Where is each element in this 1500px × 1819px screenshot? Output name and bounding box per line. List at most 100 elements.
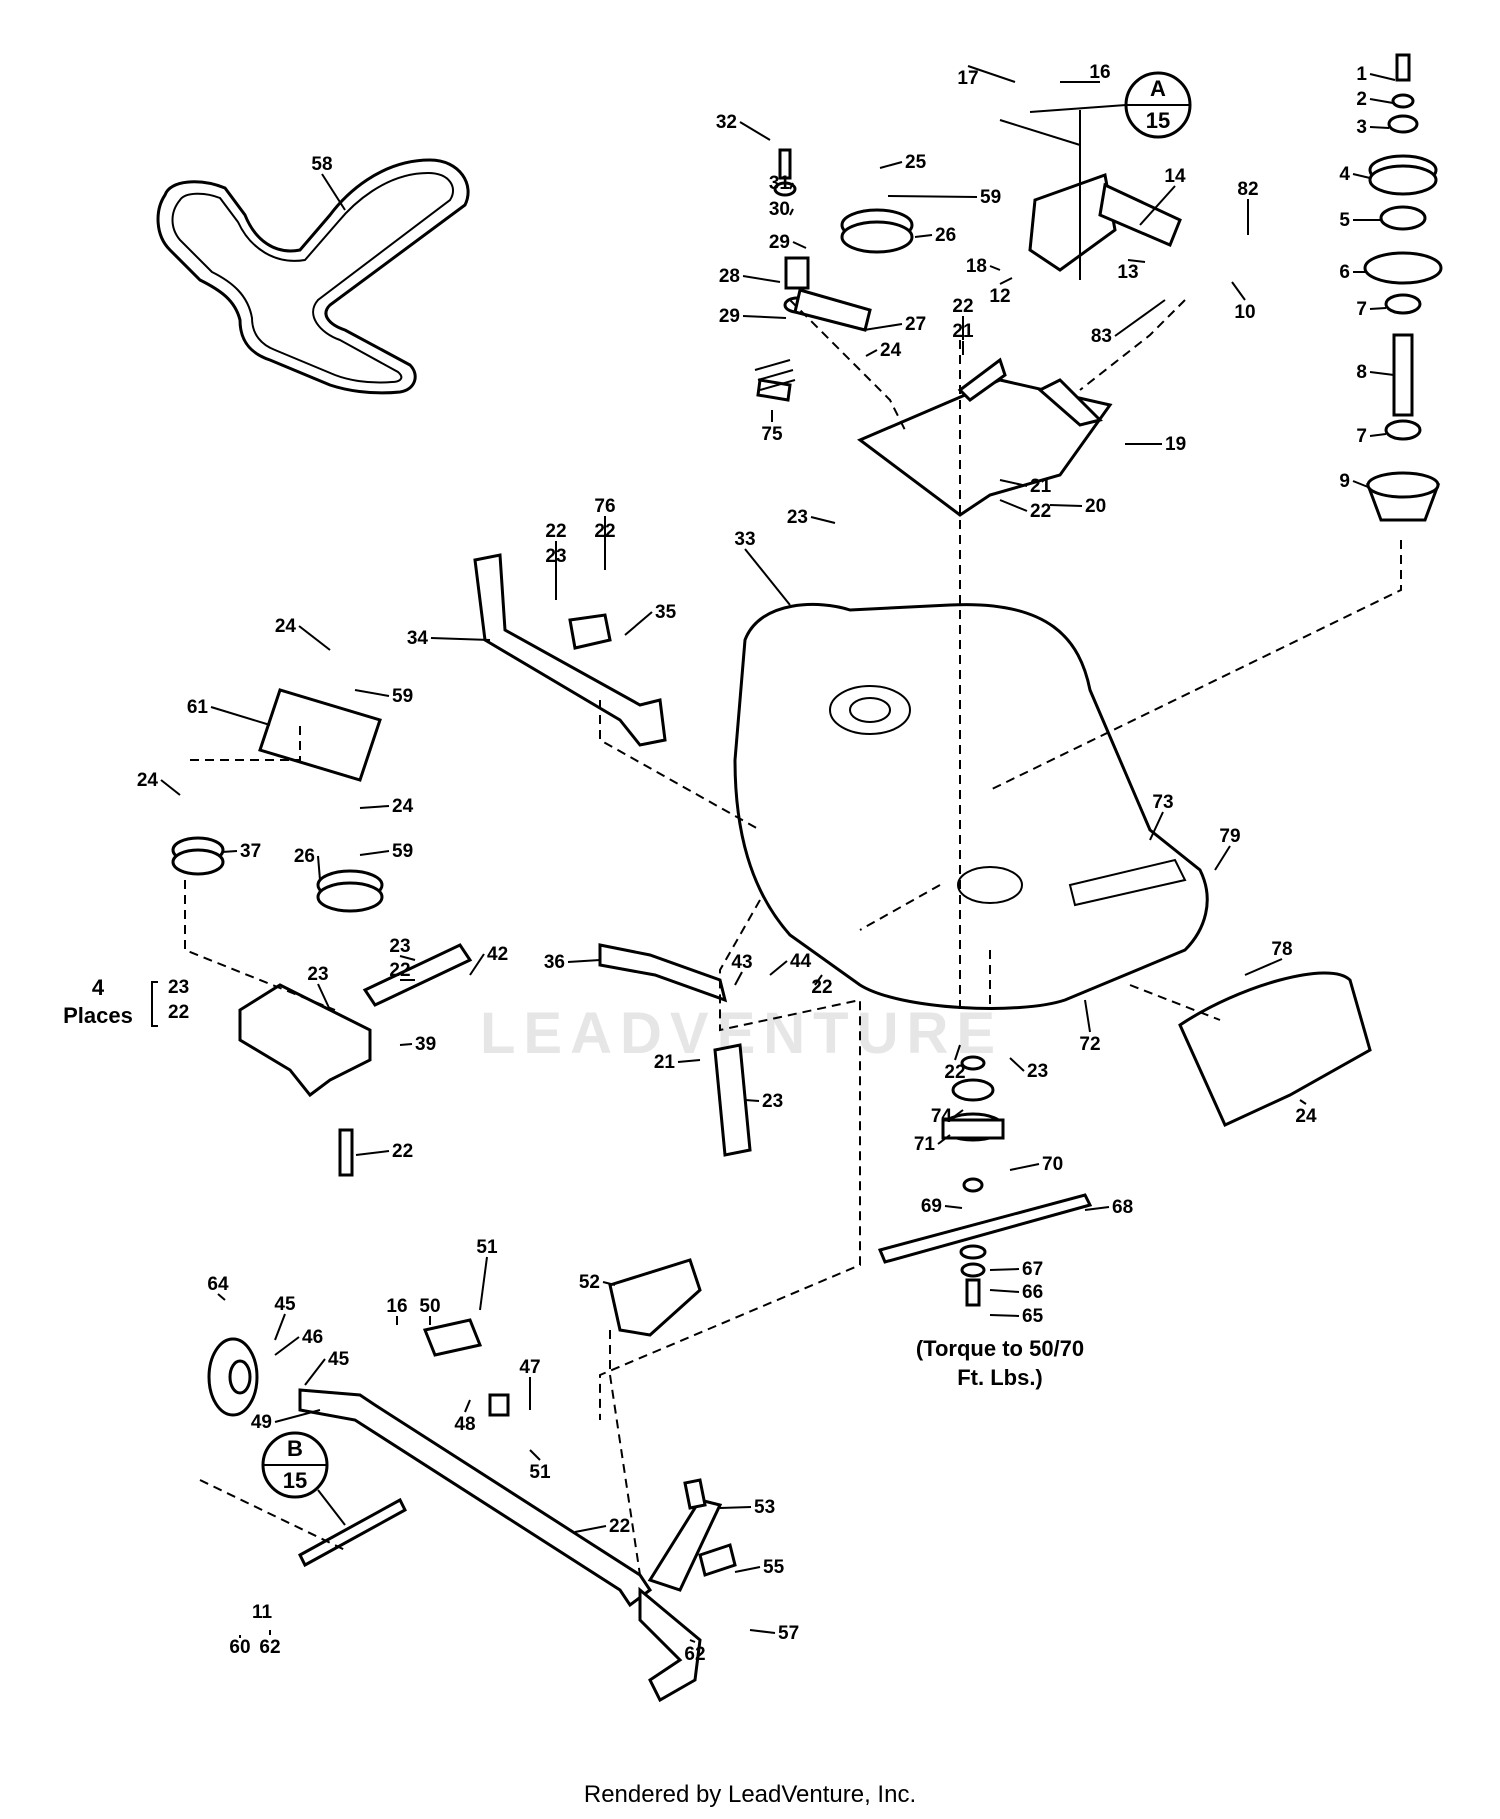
callout-35: 35: [655, 602, 677, 623]
leader-line-42: [469, 953, 485, 976]
callout-27: 27: [905, 314, 926, 335]
leader-line-23: [744, 1099, 760, 1102]
callout-32: 32: [716, 112, 737, 133]
callout-2: 2: [1356, 89, 1367, 110]
ref-a-letter: A: [1150, 76, 1166, 101]
leader-line-13: [1127, 259, 1146, 263]
mower-deck-housing: [733, 602, 1209, 1010]
handle-pivot-bracket: [647, 1498, 723, 1592]
leader-line-83: [1114, 299, 1166, 337]
callout-68: 68: [1112, 1197, 1133, 1218]
leader-line-27: [863, 323, 903, 331]
callout-22: 22: [952, 296, 973, 317]
callout-43: 43: [731, 952, 752, 973]
four-places-note: 4 Places 23 22: [63, 975, 189, 1028]
callout-74: 74: [931, 1106, 953, 1127]
spindle-shaft: [1392, 333, 1414, 417]
callout-59: 59: [980, 187, 1001, 208]
leader-line-24: [1299, 1099, 1307, 1105]
leader-line-30: [789, 208, 794, 216]
callout-7: 7: [1356, 426, 1367, 447]
leader-line-66: [989, 1289, 1020, 1293]
leader-line-72: [1084, 999, 1091, 1033]
callout-23: 23: [545, 546, 566, 567]
callout-22: 22: [389, 960, 410, 981]
callout-55: 55: [763, 1557, 785, 1578]
leader-line-70: [1009, 1163, 1040, 1171]
spindle-spacer-lower: [1384, 419, 1422, 441]
callout-29: 29: [719, 306, 740, 327]
spindle-lockwasher: [1391, 93, 1415, 109]
callout-26: 26: [294, 846, 315, 867]
spindle-housing-flange: [1363, 251, 1443, 285]
idler-arm: [793, 288, 872, 332]
link-bracket: [422, 1318, 483, 1357]
callout-22: 22: [392, 1141, 413, 1162]
lift-handle: [638, 1586, 702, 1703]
callout-49: 49: [251, 1412, 272, 1433]
callout-19: 19: [1165, 434, 1186, 455]
callout-8: 8: [1356, 362, 1367, 383]
leader-line-3: [1369, 126, 1390, 129]
exploded-parts-diagram: A 15 B 15 4 Places 23 22 (Torque to 50/7…: [63, 53, 1443, 1703]
leader-line-22: [999, 499, 1028, 512]
callout-26: 26: [935, 225, 956, 246]
spindle-bearing-top: [1379, 205, 1427, 231]
leader-line-21: [999, 479, 1028, 487]
leader-line-26: [317, 855, 321, 881]
callout-61: 61: [187, 697, 209, 718]
callout-62: 62: [259, 1637, 280, 1658]
places-code-1: 23: [168, 977, 189, 998]
leader-line-17: [967, 65, 1016, 83]
leader-line-53: [719, 1506, 752, 1509]
callout-72: 72: [1079, 1034, 1100, 1055]
leader-line-36: [567, 959, 601, 963]
callout-51: 51: [529, 1462, 551, 1483]
callout-22: 22: [811, 977, 832, 998]
leader-line-45: [274, 1313, 286, 1341]
callout-78: 78: [1271, 939, 1292, 960]
leader-line-1: [1369, 73, 1396, 81]
callout-67: 67: [1022, 1259, 1043, 1280]
callout-48: 48: [454, 1414, 475, 1435]
callout-6: 6: [1339, 262, 1350, 283]
leader-line-51: [479, 1256, 488, 1311]
leader-line-35: [624, 611, 653, 636]
leader-line-44: [769, 960, 788, 976]
leader-line-28: [742, 275, 781, 283]
callout-42: 42: [487, 944, 508, 965]
lift-links: [598, 943, 752, 1337]
callout-83: 83: [1091, 326, 1112, 347]
callout-22: 22: [609, 1516, 630, 1537]
callout-53: 53: [754, 1497, 775, 1518]
callout-23: 23: [787, 507, 808, 528]
callout-62: 62: [684, 1644, 705, 1665]
callout-39: 39: [415, 1034, 436, 1055]
callout-50: 50: [419, 1296, 440, 1317]
callout-58: 58: [311, 154, 332, 175]
callout-9: 9: [1339, 471, 1350, 492]
callout-47: 47: [519, 1357, 540, 1378]
callout-36: 36: [544, 952, 565, 973]
leader-line-4: [1352, 173, 1371, 179]
leader-line-68: [1084, 1206, 1110, 1211]
spindle-washer: [1387, 114, 1419, 134]
leader-line-10: [1231, 281, 1246, 301]
leader-line-21: [677, 1059, 701, 1063]
leader-line-29: [792, 241, 807, 249]
callout-12: 12: [989, 286, 1010, 307]
leader-line-73: [1149, 811, 1164, 841]
callout-37: 37: [240, 841, 261, 862]
callout-65: 65: [1022, 1306, 1044, 1327]
leader-line-58: [321, 173, 346, 211]
leader-line-24: [160, 779, 181, 796]
blade-washer: [959, 1244, 987, 1260]
callout-33: 33: [734, 529, 755, 550]
blade-bearing: [951, 1078, 995, 1102]
leader-line-78: [1244, 958, 1283, 976]
callout-51: 51: [476, 1237, 498, 1258]
callout-23: 23: [1027, 1061, 1048, 1082]
callout-66: 66: [1022, 1282, 1043, 1303]
callout-22: 22: [594, 521, 615, 542]
leader-line-26: [914, 234, 933, 238]
